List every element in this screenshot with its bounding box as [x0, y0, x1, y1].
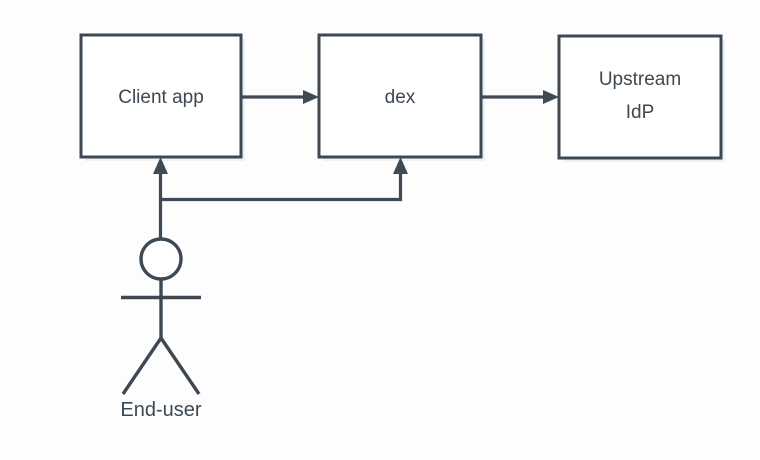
client-app-box — [79, 33, 243, 159]
edge-client-app-to-dex-arrowhead — [303, 90, 319, 104]
edge-client-app-to-dex[interactable] — [241, 90, 319, 104]
upstream-idp-label-line-2: IdP — [626, 102, 655, 123]
edge-end-user-to-dex-arrowhead — [393, 157, 408, 174]
edge-dex-to-upstream-idp[interactable] — [481, 90, 559, 104]
edge-end-user-to-dex-line — [160, 172, 403, 202]
end-user-right-leg — [159, 337, 201, 395]
actor-end-user[interactable]: End-user — [120, 237, 202, 421]
edge-dex-to-upstream-idp-arrowhead — [543, 90, 559, 104]
node-dex[interactable]: dex — [317, 33, 483, 159]
edge-end-user-to-client-app-arrowhead — [153, 157, 168, 174]
end-user-label: End-user — [120, 399, 201, 421]
dex-label: dex — [385, 87, 416, 108]
node-client-app[interactable]: Client app — [79, 33, 243, 159]
client-app-label: Client app — [118, 87, 204, 108]
dex-box — [317, 33, 483, 159]
node-upstream-idp[interactable]: Upstream IdP — [557, 34, 723, 160]
upstream-idp-label-line-1: Upstream — [599, 69, 681, 90]
end-user-head-icon — [139, 237, 183, 281]
upstream-idp-box — [557, 34, 723, 160]
edge-end-user-to-dex[interactable] — [160, 157, 409, 202]
end-user-left-leg — [121, 337, 163, 395]
edge-end-user-to-client-app[interactable] — [153, 157, 168, 241]
